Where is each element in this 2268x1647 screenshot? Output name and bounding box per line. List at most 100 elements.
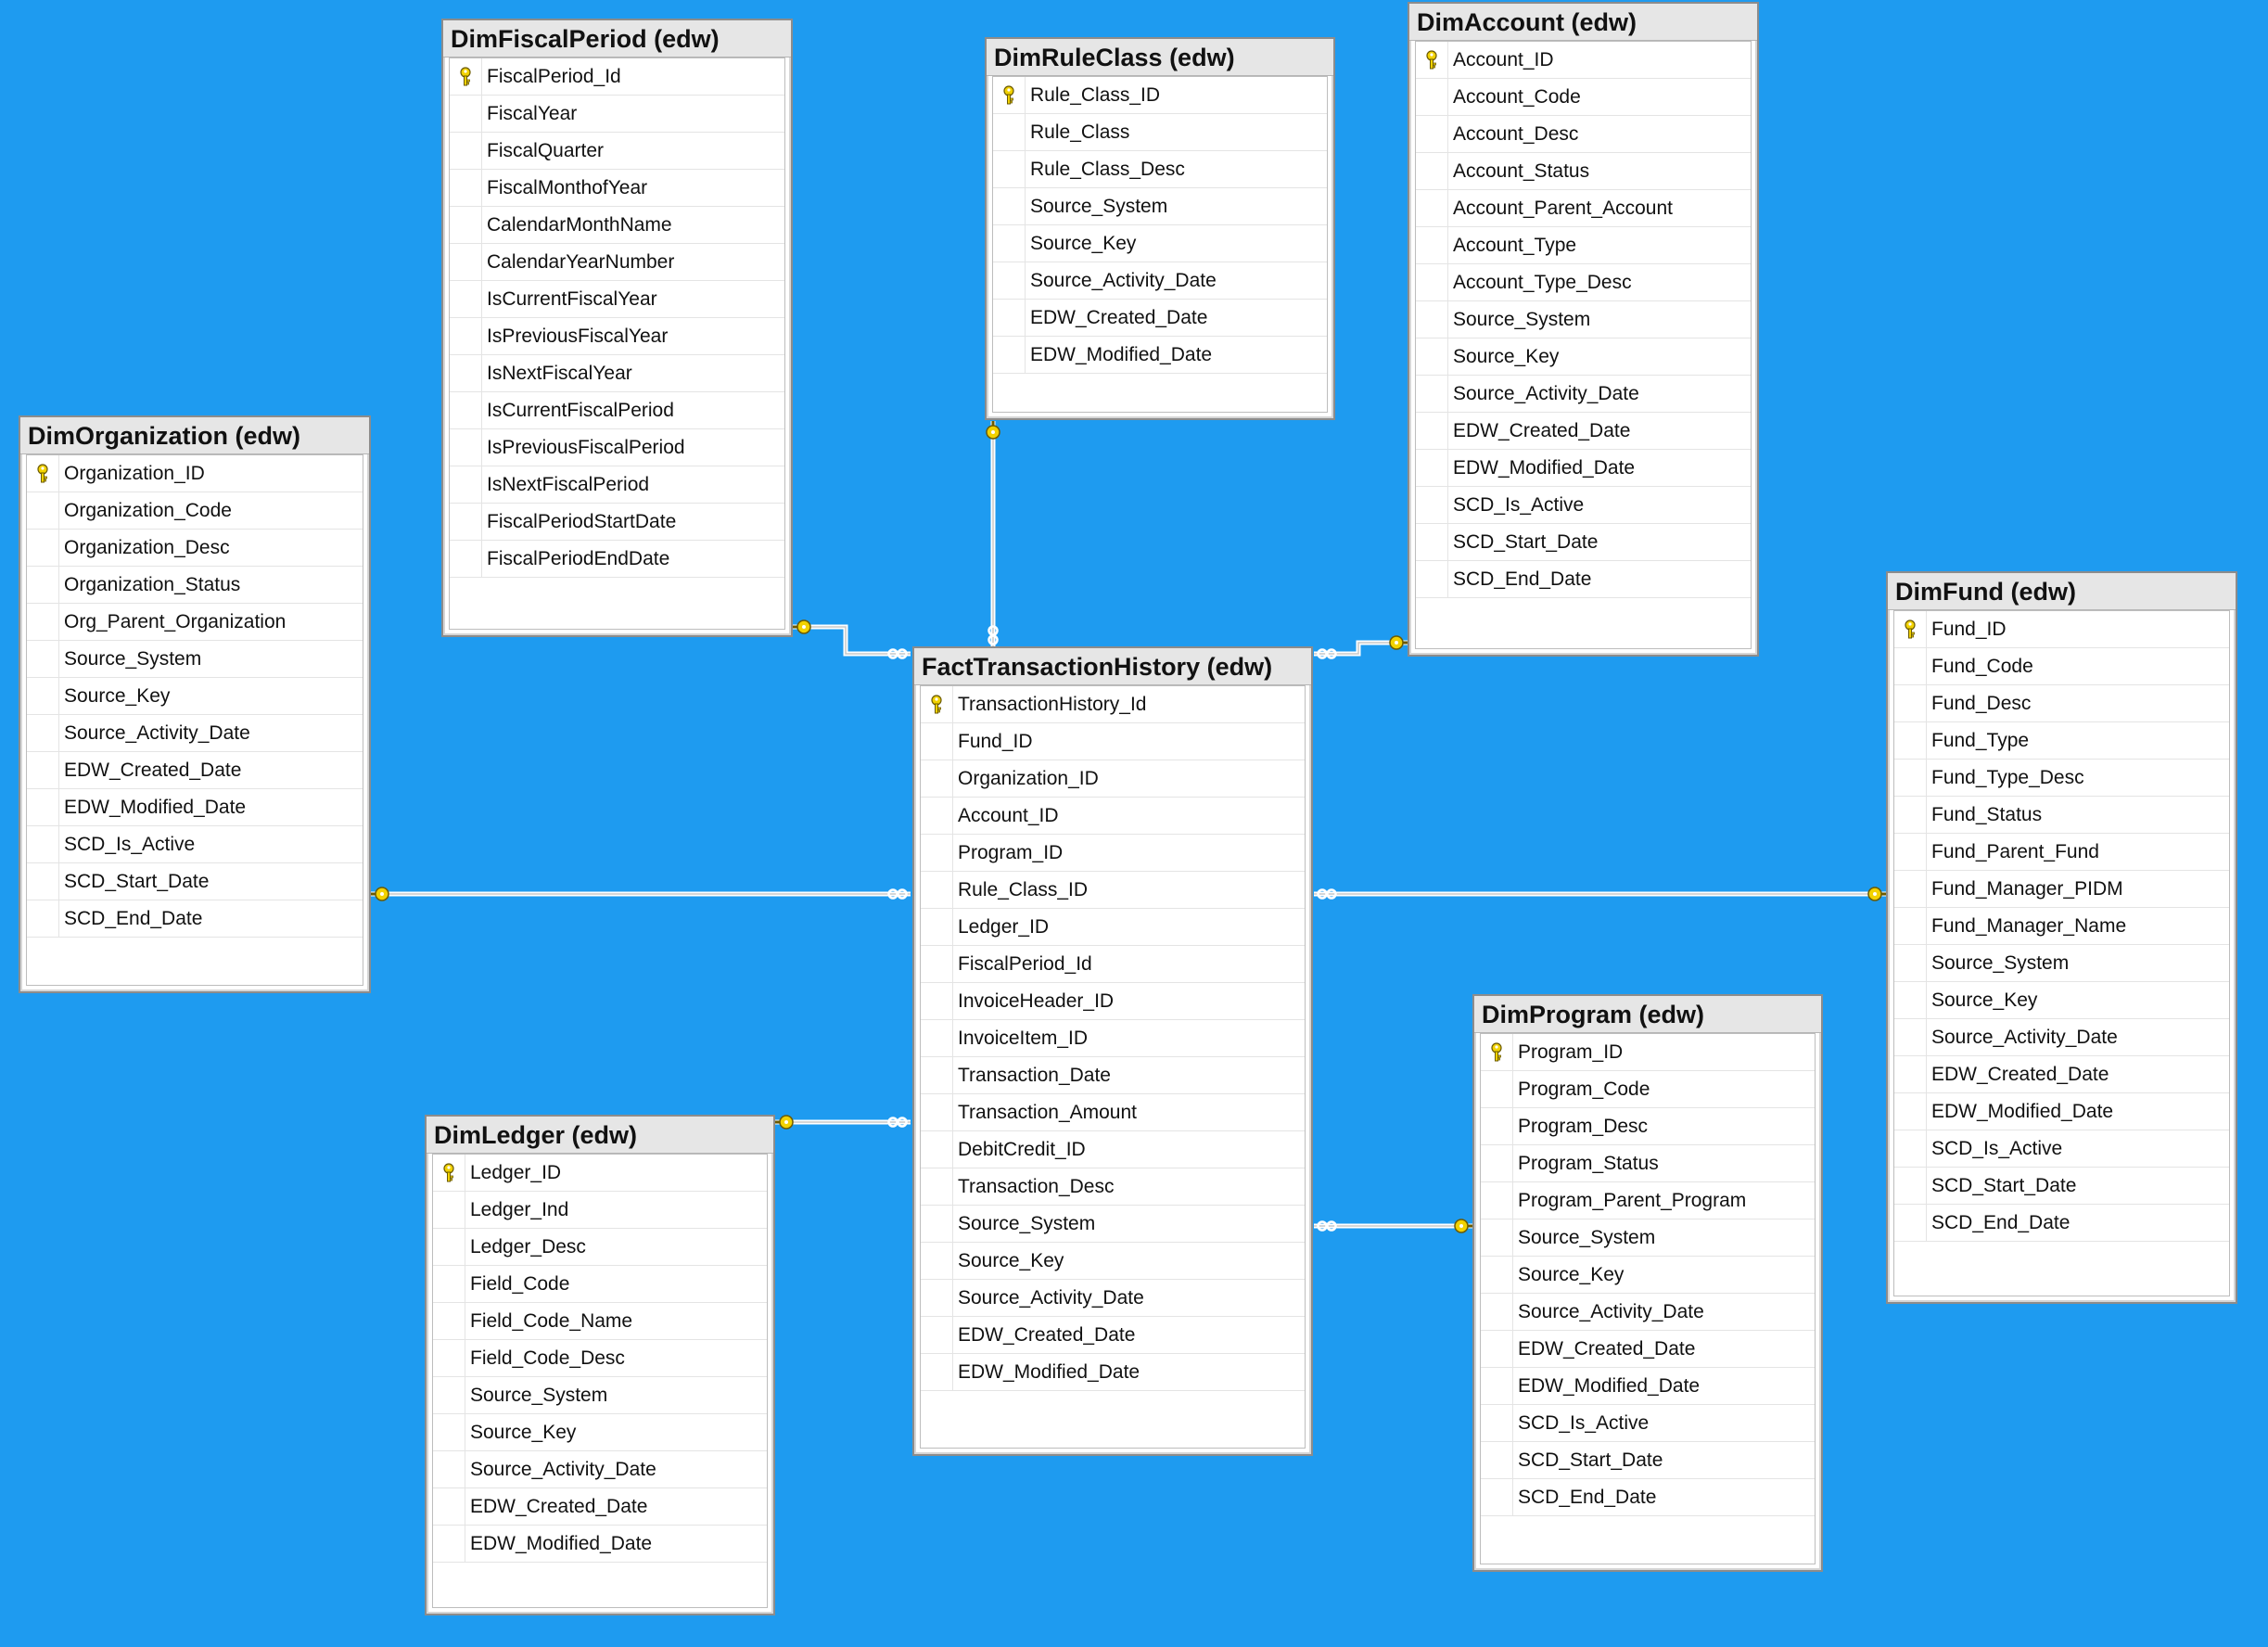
- row-selector[interactable]: [27, 604, 59, 640]
- row-selector[interactable]: [27, 900, 59, 937]
- row-selector[interactable]: [27, 567, 59, 603]
- column-row-scd-is-active[interactable]: SCD_Is_Active: [27, 826, 363, 863]
- row-selector[interactable]: [433, 1192, 465, 1228]
- row-selector[interactable]: [1481, 1442, 1513, 1478]
- row-selector[interactable]: [27, 455, 59, 492]
- row-selector[interactable]: [921, 1317, 953, 1353]
- column-row-invoice-header-id[interactable]: InvoiceHeader_ID: [921, 983, 1305, 1020]
- row-selector[interactable]: [921, 1057, 953, 1093]
- column-row-account-desc[interactable]: Account_Desc: [1416, 116, 1751, 153]
- row-selector[interactable]: [27, 641, 59, 677]
- column-row-source-system[interactable]: Source_System: [433, 1377, 767, 1414]
- column-row-account-code[interactable]: Account_Code: [1416, 79, 1751, 116]
- column-row-source-key[interactable]: Source_Key: [993, 225, 1327, 262]
- column-row-invoice-item-id[interactable]: InvoiceItem_ID: [921, 1020, 1305, 1057]
- column-row-fiscal-period-id[interactable]: FiscalPeriod_Id: [450, 58, 784, 96]
- row-selector[interactable]: [1416, 79, 1448, 115]
- row-selector[interactable]: [921, 798, 953, 834]
- column-row-edw-modified-date[interactable]: EDW_Modified_Date: [993, 337, 1327, 374]
- column-row-account-type-desc[interactable]: Account_Type_Desc: [1416, 264, 1751, 301]
- column-row-fund-type-desc[interactable]: Fund_Type_Desc: [1894, 760, 2229, 797]
- row-selector[interactable]: [1894, 797, 1927, 833]
- row-selector[interactable]: [1416, 413, 1448, 449]
- column-row-calendar-month-name[interactable]: CalendarMonthName: [450, 207, 784, 244]
- column-row-source-key[interactable]: Source_Key: [921, 1243, 1305, 1280]
- column-row-scd-is-active[interactable]: SCD_Is_Active: [1416, 487, 1751, 524]
- row-selector[interactable]: [1894, 722, 1927, 759]
- row-selector[interactable]: [993, 262, 1026, 299]
- column-row-source-system[interactable]: Source_System: [1894, 945, 2229, 982]
- column-row-program-parent-program[interactable]: Program_Parent_Program: [1481, 1182, 1815, 1219]
- column-row-edw-created-date[interactable]: EDW_Created_Date: [921, 1317, 1305, 1354]
- row-selector[interactable]: [27, 530, 59, 566]
- column-row-scd-is-active[interactable]: SCD_Is_Active: [1481, 1405, 1815, 1442]
- column-row-source-activity-date[interactable]: Source_Activity_Date: [433, 1451, 767, 1488]
- column-row-rule-class-desc[interactable]: Rule_Class_Desc: [993, 151, 1327, 188]
- column-row-source-system[interactable]: Source_System: [1416, 301, 1751, 338]
- row-selector[interactable]: [921, 686, 953, 722]
- column-row-fund-desc[interactable]: Fund_Desc: [1894, 685, 2229, 722]
- row-selector[interactable]: [1416, 301, 1448, 338]
- row-selector[interactable]: [921, 723, 953, 760]
- column-row-fiscal-period-id[interactable]: FiscalPeriod_Id: [921, 946, 1305, 983]
- row-selector[interactable]: [450, 207, 482, 243]
- row-selector[interactable]: [1481, 1331, 1513, 1367]
- row-selector[interactable]: [27, 826, 59, 862]
- column-row-fund-manager-pidm[interactable]: Fund_Manager_PIDM: [1894, 871, 2229, 908]
- column-row-source-system[interactable]: Source_System: [921, 1206, 1305, 1243]
- row-selector[interactable]: [450, 541, 482, 577]
- column-row-account-id[interactable]: Account_ID: [1416, 42, 1751, 79]
- column-row-source-key[interactable]: Source_Key: [1481, 1257, 1815, 1294]
- column-row-source-activity-date[interactable]: Source_Activity_Date: [921, 1280, 1305, 1317]
- column-row-account-id[interactable]: Account_ID: [921, 798, 1305, 835]
- row-selector[interactable]: [1481, 1145, 1513, 1181]
- table-title[interactable]: DimOrganization (edw): [20, 417, 369, 454]
- column-row-is-current-fiscal-period[interactable]: IsCurrentFiscalPeriod: [450, 392, 784, 429]
- row-selector[interactable]: [27, 678, 59, 714]
- row-selector[interactable]: [1416, 116, 1448, 152]
- row-selector[interactable]: [1481, 1182, 1513, 1219]
- row-selector[interactable]: [27, 863, 59, 900]
- column-row-is-next-fiscal-period[interactable]: IsNextFiscalPeriod: [450, 466, 784, 504]
- column-row-rule-class-id[interactable]: Rule_Class_ID: [993, 77, 1327, 114]
- column-row-scd-start-date[interactable]: SCD_Start_Date: [27, 863, 363, 900]
- column-row-program-desc[interactable]: Program_Desc: [1481, 1108, 1815, 1145]
- row-selector[interactable]: [993, 225, 1026, 262]
- row-selector[interactable]: [1416, 190, 1448, 226]
- column-row-edw-created-date[interactable]: EDW_Created_Date: [1416, 413, 1751, 450]
- row-selector[interactable]: [1416, 376, 1448, 412]
- column-row-source-activity-date[interactable]: Source_Activity_Date: [27, 715, 363, 752]
- row-selector[interactable]: [921, 1243, 953, 1279]
- column-row-organization-id[interactable]: Organization_ID: [27, 455, 363, 492]
- column-row-edw-created-date[interactable]: EDW_Created_Date: [993, 300, 1327, 337]
- column-row-program-code[interactable]: Program_Code: [1481, 1071, 1815, 1108]
- row-selector[interactable]: [993, 114, 1026, 150]
- table-title[interactable]: FactTransactionHistory (edw): [914, 648, 1311, 685]
- column-row-scd-end-date[interactable]: SCD_End_Date: [1416, 561, 1751, 598]
- column-row-source-system[interactable]: Source_System: [1481, 1219, 1815, 1257]
- row-selector[interactable]: [1894, 760, 1927, 796]
- column-row-edw-created-date[interactable]: EDW_Created_Date: [1894, 1056, 2229, 1093]
- column-row-fund-code[interactable]: Fund_Code: [1894, 648, 2229, 685]
- row-selector[interactable]: [1894, 982, 1927, 1018]
- column-row-scd-start-date[interactable]: SCD_Start_Date: [1481, 1442, 1815, 1479]
- row-selector[interactable]: [1894, 648, 1927, 684]
- row-selector[interactable]: [921, 983, 953, 1019]
- row-selector[interactable]: [450, 504, 482, 540]
- row-selector[interactable]: [1416, 227, 1448, 263]
- row-selector[interactable]: [1894, 945, 1927, 981]
- column-row-scd-end-date[interactable]: SCD_End_Date: [1894, 1205, 2229, 1242]
- column-row-program-id[interactable]: Program_ID: [921, 835, 1305, 872]
- row-selector[interactable]: [1894, 871, 1927, 907]
- column-row-edw-modified-date[interactable]: EDW_Modified_Date: [27, 789, 363, 826]
- row-selector[interactable]: [1481, 1405, 1513, 1441]
- row-selector[interactable]: [921, 1280, 953, 1316]
- column-row-fund-manager-name[interactable]: Fund_Manager_Name: [1894, 908, 2229, 945]
- row-selector[interactable]: [433, 1155, 465, 1191]
- row-selector[interactable]: [450, 466, 482, 503]
